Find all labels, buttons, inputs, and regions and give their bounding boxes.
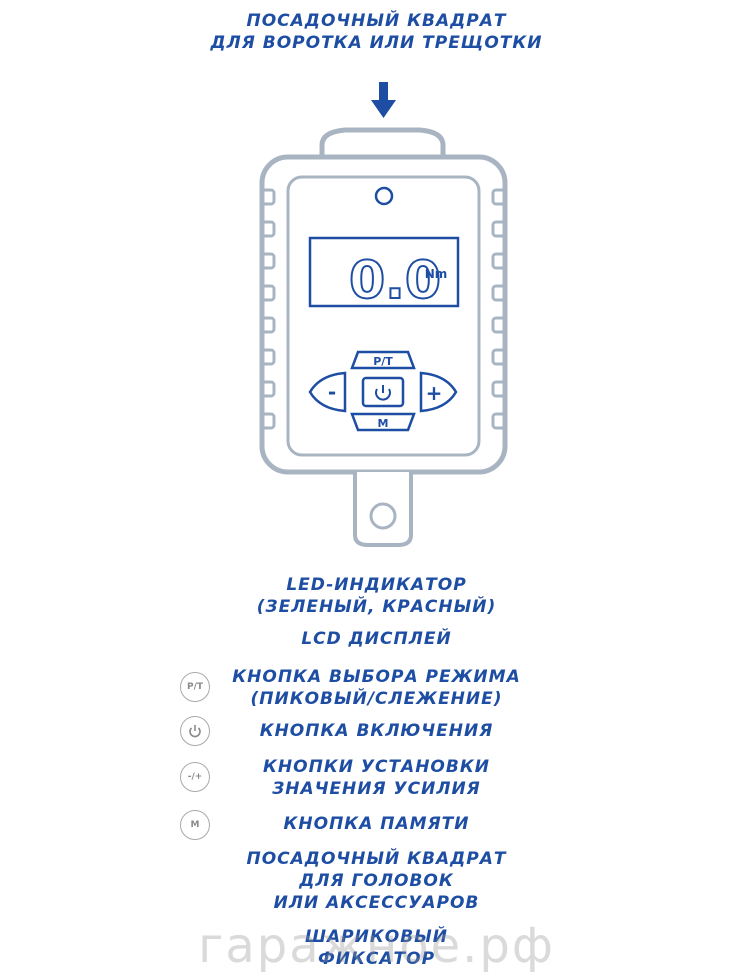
plus-button-label: + <box>426 381 443 405</box>
pt-button-label: P/T <box>373 355 393 368</box>
legend-square-line2: ДЛЯ ГОЛОВОК <box>299 871 454 891</box>
legend-adjust-line2: ЗНАЧЕНИЯ УСИЛИЯ <box>272 779 481 799</box>
lcd-display <box>308 236 460 308</box>
legend-ball-line1: ШАРИКОВЫЙ <box>305 927 448 947</box>
right-grip-ribs <box>491 188 507 430</box>
minus-button[interactable]: - <box>308 371 347 413</box>
memory-icon-label: M <box>190 820 200 830</box>
legend-memory-text: КНОПКА ПАМЯТИ <box>283 814 470 834</box>
top-caption-line1: ПОСАДОЧНЫЙ КВАДРАТ <box>246 11 507 31</box>
minus-plus-icon-label: -/+ <box>187 772 203 782</box>
legend-mode-line2: (ПИКОВЫЙ/СЛЕЖЕНИЕ) <box>250 689 503 709</box>
legend-square-line3: ИЛИ АКСЕССУАРОВ <box>273 893 480 913</box>
legend-ball-detent: ШАРИКОВЫЙ ФИКСАТОР <box>0 926 753 970</box>
watermark-text: гаражное.рф <box>198 918 555 974</box>
led-indicator <box>374 186 394 206</box>
power-icon <box>180 716 210 746</box>
legend-power: КНОПКА ВКЛЮЧЕНИЯ <box>0 720 753 742</box>
legend-memory: КНОПКА ПАМЯТИ <box>0 813 753 835</box>
legend-mode: КНОПКА ВЫБОРА РЕЖИМА (ПИКОВЫЙ/СЛЕЖЕНИЕ) <box>0 666 753 710</box>
memory-button[interactable]: M <box>350 412 416 432</box>
power-glyph-icon <box>189 725 201 738</box>
legend-power-text: КНОПКА ВКЛЮЧЕНИЯ <box>259 721 494 741</box>
legend-square-line1: ПОСАДОЧНЫЙ КВАДРАТ <box>246 849 507 869</box>
legend-adjust-line1: КНОПКИ УСТАНОВКИ <box>263 757 490 777</box>
legend-led: LED-ИНДИКАТОР (ЗЕЛЕНЫЙ, КРАСНЫЙ) <box>0 574 753 618</box>
minus-plus-icon: -/+ <box>180 762 210 792</box>
legend-ball-line2: ФИКСАТОР <box>317 949 436 969</box>
top-drive-square-caption: ПОСАДОЧНЫЙ КВАДРАТ ДЛЯ ВОРОТКА ИЛИ ТРЕЩО… <box>0 10 753 54</box>
ball-detent <box>369 502 397 530</box>
power-icon <box>375 385 391 401</box>
pt-icon-label: P/T <box>186 682 204 692</box>
bottom-drive-square <box>353 472 413 547</box>
top-caption-line2: ДЛЯ ВОРОТКА ИЛИ ТРЕЩОТКИ <box>210 33 543 53</box>
memory-button-label: M <box>378 417 389 430</box>
down-arrow-icon <box>371 82 396 118</box>
memory-icon: M <box>180 810 210 840</box>
legend-adjust: КНОПКИ УСТАНОВКИ ЗНАЧЕНИЯ УСИЛИЯ <box>0 756 753 800</box>
top-drive-square <box>319 127 446 157</box>
pt-mode-button[interactable]: P/T <box>350 350 416 370</box>
power-button[interactable] <box>361 376 405 408</box>
legend-led-line1: LED-ИНДИКАТОР <box>286 575 467 595</box>
pt-icon: P/T <box>180 672 210 702</box>
legend-mode-line1: КНОПКА ВЫБОРА РЕЖИМА <box>232 667 521 687</box>
lcd-reading: 0.0 <box>349 251 441 311</box>
minus-button-label: - <box>328 380 336 404</box>
lcd-unit: Nm <box>425 267 448 281</box>
plus-button[interactable]: + <box>419 371 458 413</box>
legend-square: ПОСАДОЧНЫЙ КВАДРАТ ДЛЯ ГОЛОВОК ИЛИ АКСЕС… <box>0 848 753 914</box>
left-grip-ribs <box>260 188 276 430</box>
torque-adapter-illustration: 0.0 Nm P/T - + M <box>259 82 508 547</box>
legend-led-line2: (ЗЕЛЕНЫЙ, КРАСНЫЙ) <box>256 597 497 617</box>
legend-lcd-text: LCD ДИСПЛЕЙ <box>301 629 452 649</box>
legend-lcd: LCD ДИСПЛЕЙ <box>0 628 753 650</box>
